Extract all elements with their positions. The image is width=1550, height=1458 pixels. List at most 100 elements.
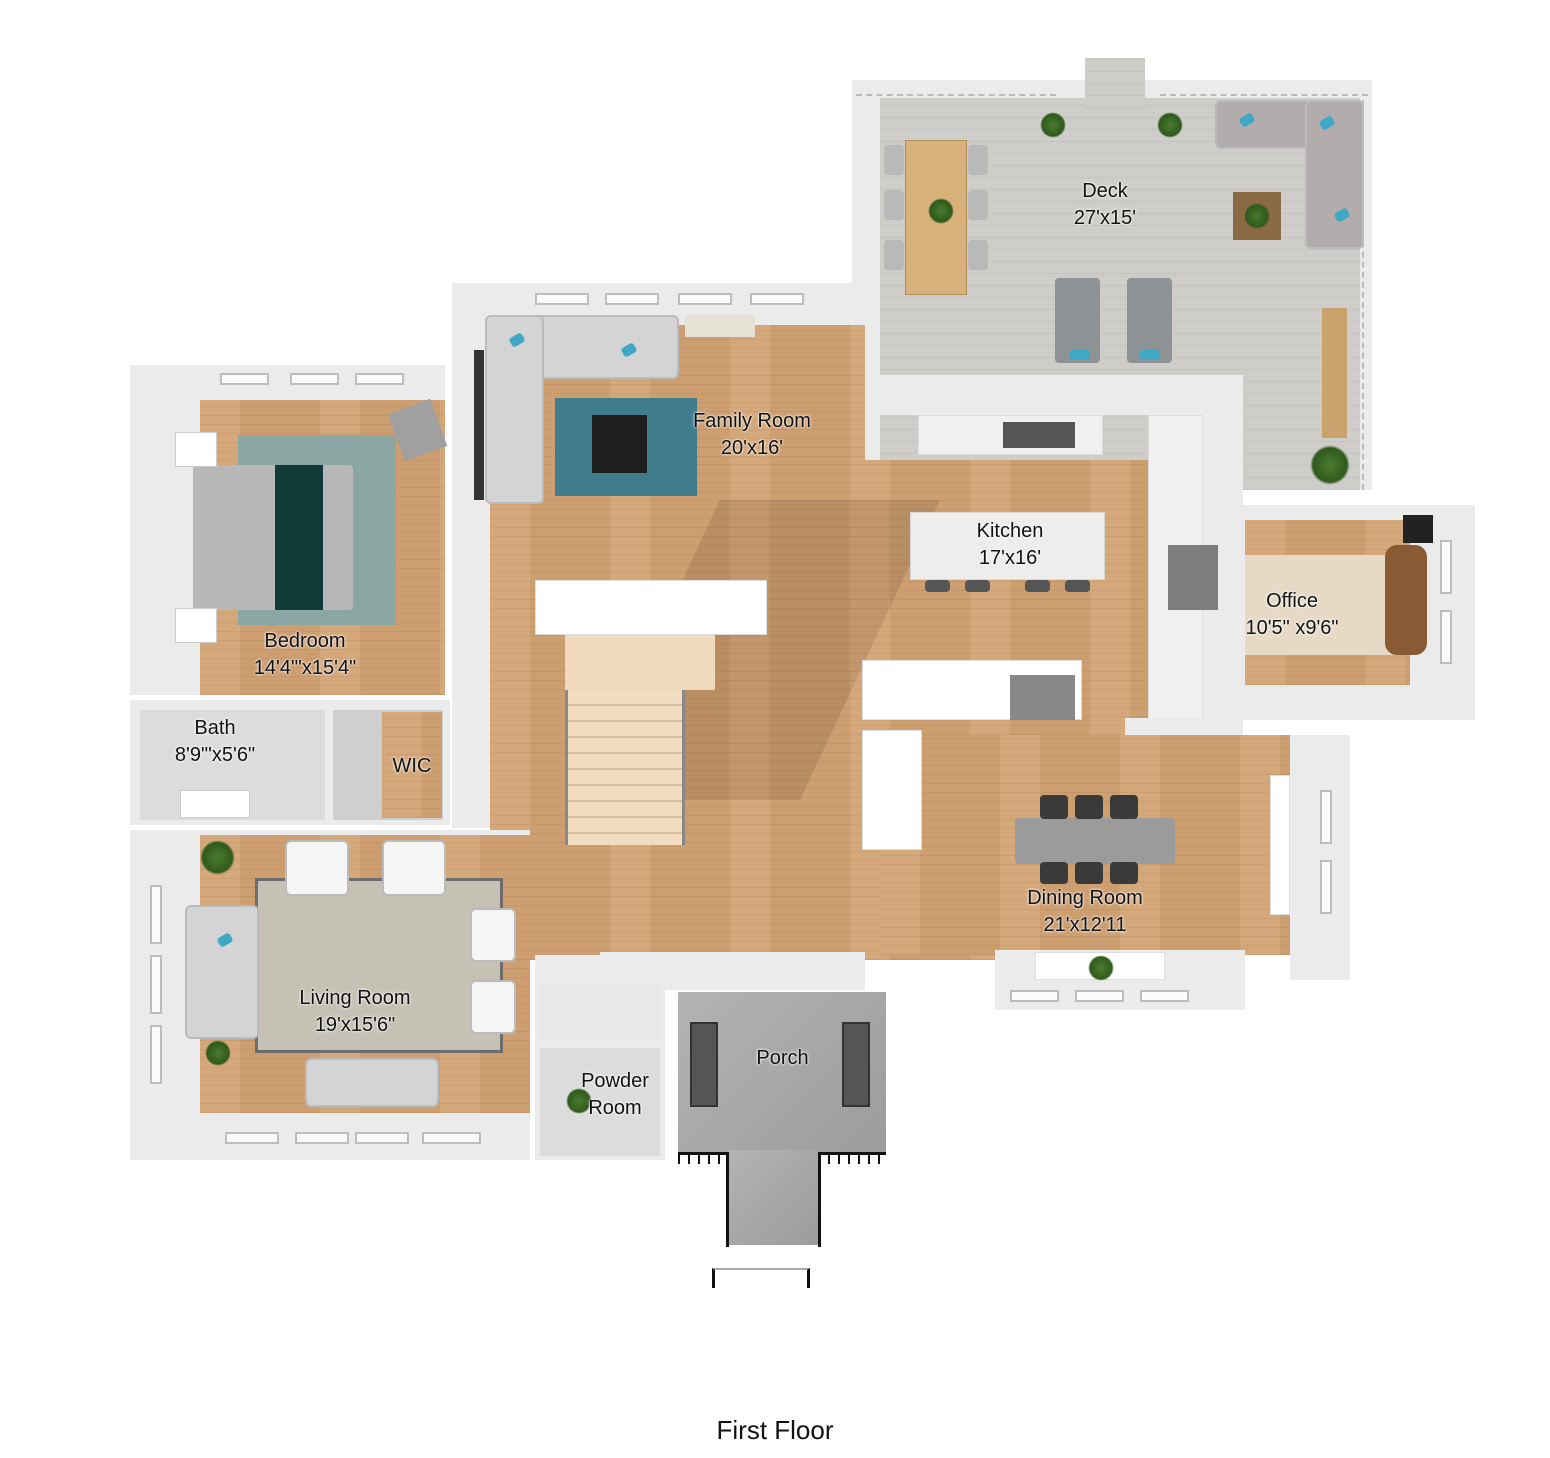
living-armchair bbox=[382, 840, 446, 896]
dining-right-wall bbox=[1290, 735, 1350, 980]
window bbox=[1140, 990, 1189, 1002]
window bbox=[150, 885, 162, 944]
window bbox=[1320, 790, 1332, 844]
room-label-dining-room: Dining Room 21'x12'11 bbox=[1010, 885, 1160, 939]
deck-sectional-sofa bbox=[1305, 100, 1364, 249]
window bbox=[290, 373, 339, 385]
floor-caption: First Floor bbox=[716, 1415, 834, 1445]
window bbox=[355, 373, 404, 385]
room-label-office: Office 10'5" x9'6" bbox=[1232, 588, 1352, 642]
window bbox=[1075, 990, 1124, 1002]
room-label-bath: Bath 8'9"'x5'6" bbox=[150, 715, 280, 769]
closet-floor bbox=[540, 985, 660, 1040]
bath-vanity bbox=[180, 790, 250, 818]
family-coffee-table bbox=[592, 415, 647, 473]
room-name: Dining Room bbox=[1027, 887, 1143, 909]
deck-chair bbox=[968, 190, 988, 220]
nightstand bbox=[175, 432, 217, 467]
room-name: Porch bbox=[756, 1047, 809, 1069]
pillow bbox=[1070, 350, 1090, 360]
powder-floor bbox=[540, 1048, 660, 1156]
window bbox=[605, 293, 659, 305]
room-name: Bedroom bbox=[264, 630, 346, 652]
dining-chair bbox=[1040, 795, 1068, 819]
room-size: 8'9"'x5'6" bbox=[174, 744, 256, 766]
room-name: Bath bbox=[194, 717, 236, 739]
nightstand bbox=[175, 608, 217, 643]
porch-bench bbox=[842, 1022, 870, 1107]
room-label-porch: Porch bbox=[730, 1045, 835, 1072]
room-name: Office bbox=[1266, 590, 1318, 612]
window bbox=[220, 373, 269, 385]
dining-chair bbox=[1075, 795, 1103, 819]
pillow bbox=[1140, 350, 1160, 360]
office-cabinet bbox=[1403, 515, 1433, 543]
room-name: Family Room bbox=[693, 410, 811, 432]
office-rug bbox=[1245, 555, 1395, 655]
plant-icon bbox=[200, 840, 235, 875]
plant-icon bbox=[205, 1040, 231, 1066]
window bbox=[150, 1025, 162, 1084]
window bbox=[422, 1132, 481, 1144]
room-size: 14'4"'x15'4" bbox=[253, 657, 357, 679]
deck-chair bbox=[884, 190, 904, 220]
room-size: 21'x12'11 bbox=[1043, 914, 1127, 936]
dining-chair bbox=[1110, 862, 1138, 884]
range-stove bbox=[1168, 545, 1218, 610]
deck-railing-right bbox=[1362, 100, 1368, 490]
stair-wall bbox=[535, 580, 767, 635]
living-sofa bbox=[305, 1058, 439, 1107]
kitchen-divider bbox=[1125, 718, 1243, 736]
room-size: 20'x16' bbox=[720, 437, 784, 459]
room-label-powder-room: Powder Room bbox=[560, 1068, 670, 1122]
room-label-family-room: Family Room 20'x16' bbox=[672, 408, 832, 462]
room-name: Deck bbox=[1082, 180, 1128, 202]
window bbox=[1010, 990, 1059, 1002]
living-ottoman bbox=[470, 980, 516, 1034]
dining-sideboard bbox=[1270, 775, 1290, 915]
living-armchair bbox=[285, 840, 349, 896]
window bbox=[1320, 860, 1332, 914]
deck-lounge-chair bbox=[1127, 278, 1172, 363]
porch-bench bbox=[690, 1022, 718, 1107]
deck-lounge-chair bbox=[1055, 278, 1100, 363]
window bbox=[678, 293, 732, 305]
bed-blanket bbox=[275, 465, 323, 610]
dining-chair bbox=[1110, 795, 1138, 819]
room-name: WIC bbox=[392, 755, 432, 777]
deck-chair bbox=[968, 240, 988, 270]
dining-chair bbox=[1040, 862, 1068, 884]
deck-chair bbox=[884, 145, 904, 175]
bar-stool bbox=[1065, 580, 1090, 592]
living-ottoman bbox=[470, 908, 516, 962]
room-size: 17'x16' bbox=[978, 547, 1042, 569]
window bbox=[225, 1132, 279, 1144]
refrigerator bbox=[1010, 675, 1075, 720]
plant-icon bbox=[1088, 955, 1114, 981]
window bbox=[750, 293, 804, 305]
room-label-wic: WIC bbox=[382, 753, 442, 780]
stair-landing bbox=[565, 635, 715, 690]
deck-stairs-top bbox=[1085, 58, 1145, 108]
kitchen-sink bbox=[1003, 422, 1075, 448]
deck-railing-top bbox=[856, 94, 1056, 100]
porch-step bbox=[712, 1268, 810, 1288]
deck-chair bbox=[968, 145, 988, 175]
window bbox=[295, 1132, 349, 1144]
floor-plan: Deck 27'x15' Family Room 20'x16' Kitchen… bbox=[130, 58, 1475, 1288]
window bbox=[355, 1132, 409, 1144]
porch-railing bbox=[818, 1152, 886, 1164]
room-size: 19'x15'6" bbox=[314, 1014, 396, 1036]
plant-icon bbox=[566, 1088, 592, 1114]
porch-railing bbox=[818, 1152, 821, 1247]
room-name: Living Room bbox=[299, 987, 411, 1009]
family-console bbox=[685, 315, 755, 337]
plant-icon bbox=[928, 198, 954, 224]
plant-icon bbox=[1244, 203, 1270, 229]
plant-icon bbox=[1310, 445, 1350, 485]
deck-bench bbox=[1322, 308, 1347, 438]
room-size: 10'5" x9'6" bbox=[1245, 617, 1339, 639]
tv-unit bbox=[474, 350, 484, 500]
room-label-deck: Deck 27'x15' bbox=[1040, 178, 1170, 232]
kitchen-island bbox=[910, 512, 1105, 580]
